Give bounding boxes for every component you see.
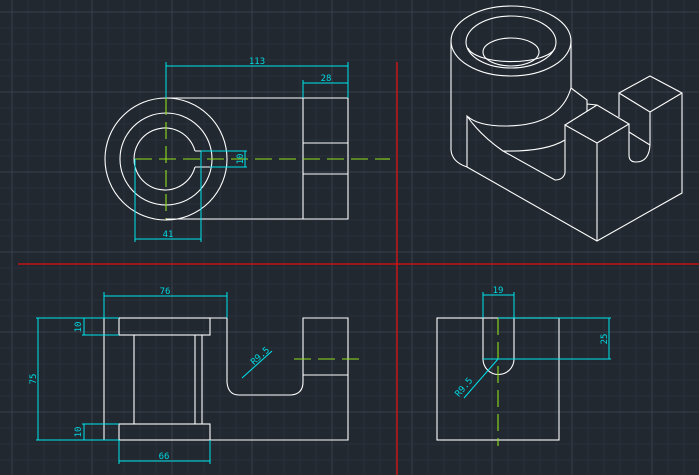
isometric-view[interactable] (450, 5, 683, 242)
counterbore (465, 15, 557, 69)
top-view[interactable]: 113 28 41 10 (104, 57, 390, 242)
front-outline (103, 317, 349, 441)
bore-circle (133, 127, 196, 191)
dim-76: 76 (160, 287, 171, 297)
dim-10-keyway: 10 (236, 154, 246, 165)
body-edges (450, 41, 683, 242)
dim-28: 28 (321, 74, 332, 84)
dim-41: 41 (163, 230, 174, 240)
dim-75: 75 (29, 374, 39, 385)
bottom-flange (118, 423, 211, 441)
slot-edges (466, 41, 631, 241)
front-view[interactable]: 76 75 10 10 66 R9.5 (29, 287, 360, 464)
dim-66: 66 (159, 452, 170, 462)
dimension-lines (36, 292, 273, 464)
hidden-posts (133, 335, 203, 424)
dim-25: 25 (600, 334, 610, 345)
bore (482, 37, 540, 67)
top-flange (118, 317, 211, 336)
dimension-lines (463, 292, 611, 399)
dimension-lines (134, 62, 349, 242)
dim-10-top: 10 (74, 322, 84, 333)
dim-113: 113 (249, 57, 265, 67)
dim-10-bottom: 10 (74, 427, 84, 438)
dim-19: 19 (493, 286, 504, 296)
counterbore-floor (467, 47, 556, 63)
